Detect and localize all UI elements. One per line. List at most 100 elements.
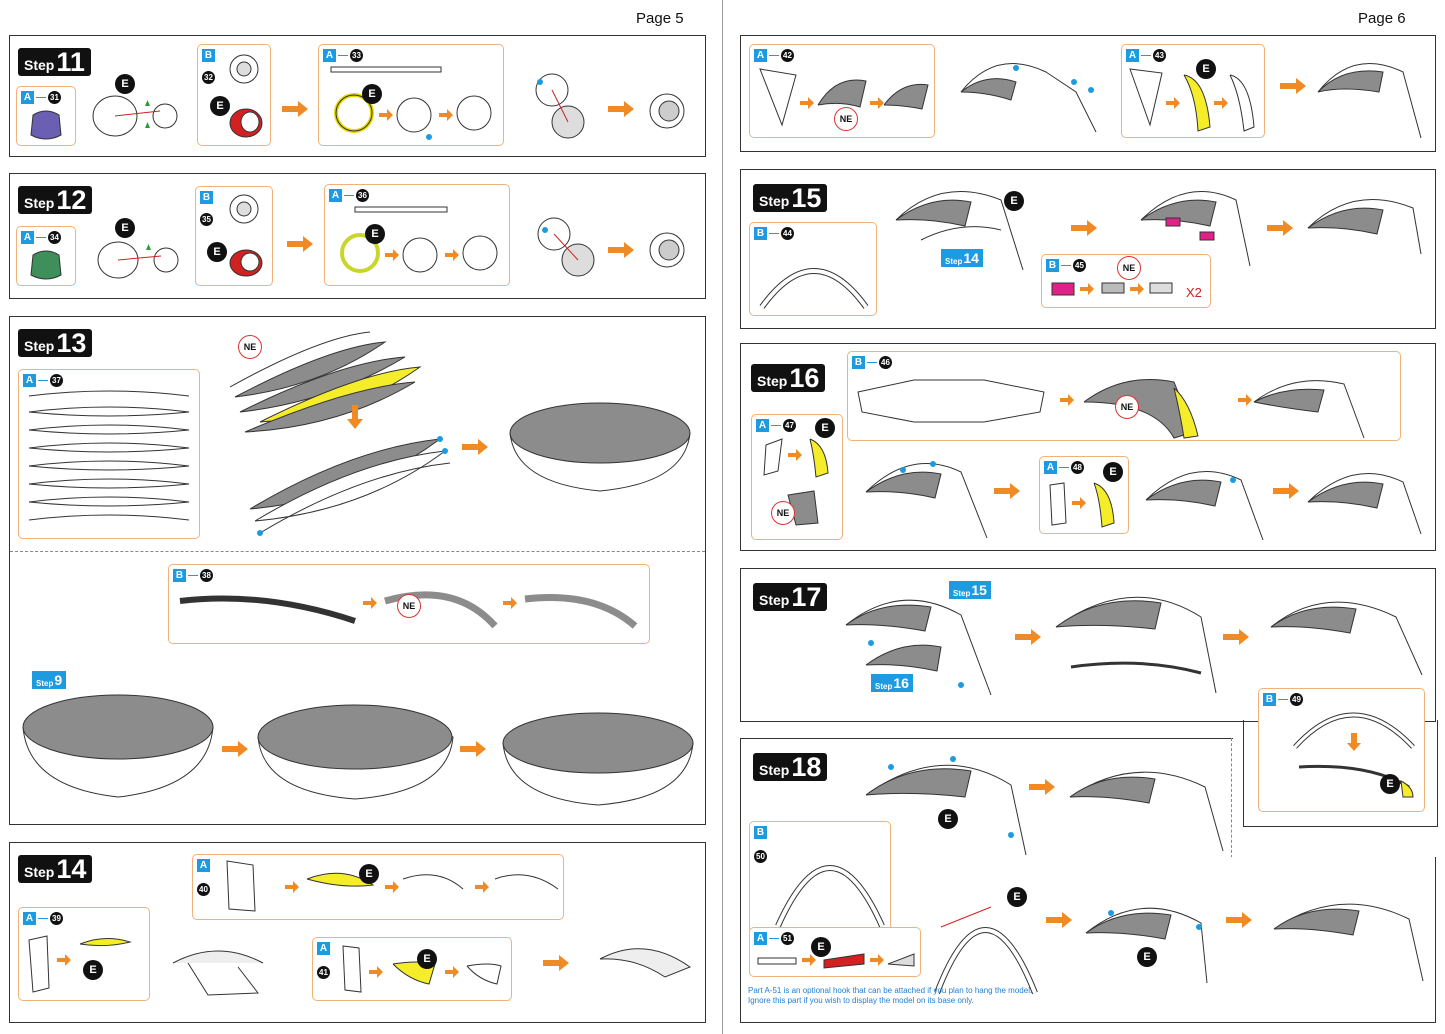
dome-rim-drawing-3 bbox=[502, 712, 694, 806]
orange-arrow bbox=[222, 741, 248, 757]
e-badge: E bbox=[207, 242, 227, 262]
orange-arrow bbox=[1029, 779, 1055, 795]
part-43-inset: A—43 bbox=[1121, 44, 1265, 138]
dome-frame-result-drawing bbox=[1307, 199, 1422, 255]
e-badge: E bbox=[938, 809, 958, 829]
part-49-tag: B—49 bbox=[1263, 693, 1303, 706]
part-40-inset: A 40 bbox=[192, 854, 564, 920]
part-47-tag: A—47 bbox=[756, 419, 796, 432]
part-35-tag: B bbox=[200, 191, 213, 204]
part-49-inset: B—49 E bbox=[1258, 688, 1425, 812]
dome-halves-drawing bbox=[845, 599, 992, 696]
purple-disc-part bbox=[30, 110, 62, 140]
dome-rim-drawing-1 bbox=[22, 694, 214, 798]
part-34-inset: A—34 bbox=[16, 226, 76, 286]
dome-with-base-drawing bbox=[865, 756, 1027, 856]
dome-frame-drawing bbox=[895, 191, 1024, 271]
orange-arrow bbox=[1280, 78, 1306, 94]
ring-pair-drawing bbox=[537, 217, 595, 277]
arch-44-drawing bbox=[759, 268, 869, 309]
step-14-continued-panel: A—42 NE A—43 E bbox=[740, 35, 1436, 152]
ribs-stack-drawing bbox=[229, 331, 422, 433]
panel-43-sequence-drawing bbox=[1129, 68, 1255, 132]
orange-arrow bbox=[282, 101, 308, 117]
part-44-inset: B—44 bbox=[749, 222, 877, 316]
e-badge: E bbox=[115, 218, 135, 238]
orange-arrow bbox=[1273, 483, 1299, 499]
e-badge: E bbox=[1103, 462, 1123, 482]
ring-pair-drawing bbox=[535, 73, 585, 139]
panel-46-sequence-drawing bbox=[857, 379, 1365, 439]
part-36-tag: A—36 bbox=[329, 189, 369, 202]
part-39-inset: A—39 bbox=[18, 907, 150, 1001]
finished-ring-drawing bbox=[649, 93, 685, 129]
ring-assembly-drawing bbox=[330, 66, 492, 140]
e-badge: E bbox=[365, 224, 385, 244]
part-37-tag: A—37 bbox=[23, 374, 63, 387]
ne-badge: NE bbox=[397, 594, 421, 618]
ribs-assembled-drawing bbox=[249, 436, 451, 536]
part-33-inset: A—33 bbox=[318, 44, 504, 146]
panel-47-sequence-drawing bbox=[763, 438, 829, 526]
green-disc-part bbox=[30, 250, 62, 280]
e-badge: E bbox=[359, 864, 379, 884]
red-ring-drawing bbox=[229, 249, 263, 277]
panel-41-sequence-drawing bbox=[342, 945, 502, 993]
part-50-tag: B bbox=[754, 826, 767, 839]
orange-arrow bbox=[287, 236, 313, 252]
gear-ring-drawing bbox=[229, 194, 259, 224]
dome-half-drawing bbox=[92, 95, 178, 137]
e-badge: E bbox=[362, 84, 382, 104]
clip-sequence-drawing bbox=[1051, 282, 1173, 296]
part-32-inset: B 32 bbox=[197, 44, 271, 146]
page-divider bbox=[722, 0, 723, 1034]
orange-arrow bbox=[1046, 912, 1072, 928]
finished-ring-drawing bbox=[649, 232, 685, 268]
orange-arrow bbox=[543, 955, 569, 971]
panel-40-sequence-drawing bbox=[226, 860, 559, 912]
ne-badge: NE bbox=[238, 335, 262, 359]
part-38-tag: B—38 bbox=[173, 569, 213, 582]
part-47-inset: A—47 bbox=[751, 414, 843, 540]
step-18-lower-panel: B 50 E E A—51 E Part A-51 is an optional… bbox=[740, 821, 1436, 1023]
part-41-inset: A 41 bbox=[312, 937, 512, 1001]
dome-joined-drawing bbox=[1055, 596, 1217, 694]
part-45-tag: B—45 bbox=[1046, 259, 1086, 272]
dome-section-result-drawing bbox=[1307, 473, 1422, 535]
panel-39-drawing bbox=[28, 935, 132, 993]
ring-assembly-drawing bbox=[340, 206, 498, 273]
dome-section-drawing bbox=[865, 461, 988, 539]
dome-with-clips-drawing bbox=[1140, 191, 1251, 267]
arch-installation-drawing bbox=[934, 906, 1038, 995]
down-arrow bbox=[347, 405, 363, 429]
dome-joined-result-drawing bbox=[1270, 601, 1423, 676]
dome-complete-drawing bbox=[1273, 903, 1424, 982]
panel-48-sequence-drawing bbox=[1049, 482, 1115, 528]
part-40-tag: A bbox=[197, 859, 210, 872]
arch-49-drawing bbox=[1293, 712, 1415, 798]
e-badge: E bbox=[1004, 191, 1024, 211]
e-badge: E bbox=[1137, 947, 1157, 967]
optional-hook-note-line-1: Part A-51 is an optional hook that can b… bbox=[748, 986, 1033, 995]
section-divider bbox=[10, 551, 705, 552]
dome-frame-result-drawing bbox=[1317, 63, 1422, 139]
orange-arrow bbox=[994, 483, 1020, 499]
quantity-label: X2 bbox=[1186, 285, 1202, 300]
page-number-left: Page 5 bbox=[636, 10, 684, 27]
e-badge: E bbox=[1007, 887, 1027, 907]
part-36-inset: A—36 bbox=[324, 184, 510, 286]
dome-section-drawing bbox=[1145, 471, 1264, 541]
e-badge: E bbox=[83, 960, 103, 980]
gear-ring-drawing bbox=[229, 54, 259, 84]
